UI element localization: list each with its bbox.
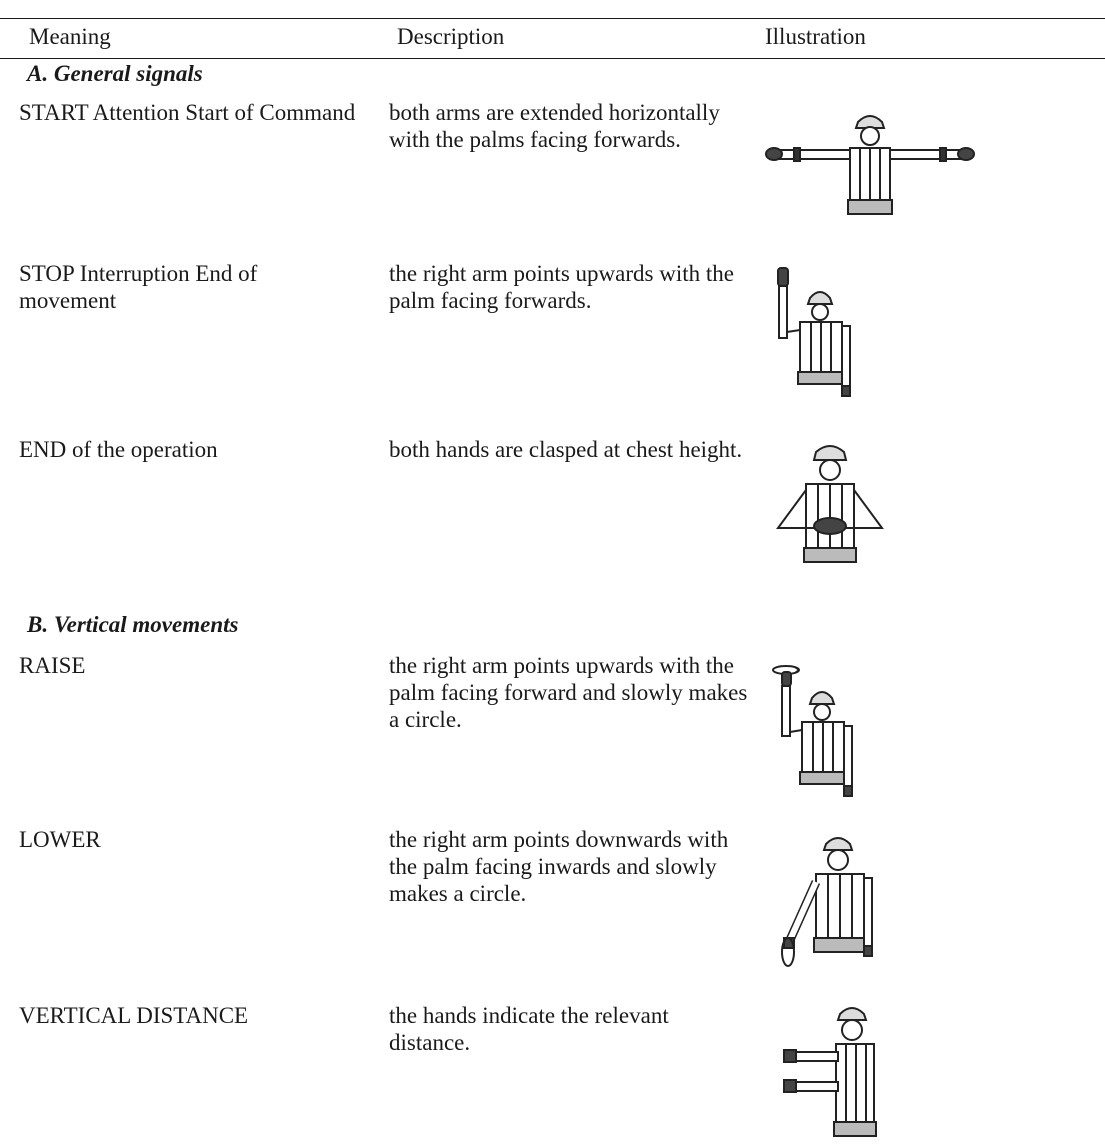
section-title-general-signals: A. General signals <box>27 61 203 86</box>
row-description-raise: the right arm points upwards with the pa… <box>389 653 748 732</box>
table-top-rule <box>0 18 1105 19</box>
header-illustration: Illustration <box>765 24 866 49</box>
row-meaning-stop: STOP Interruption End of movement <box>19 261 258 313</box>
table-header-rule <box>0 58 1105 59</box>
figure-arms-extended-icon <box>760 108 980 223</box>
row-description-end: both hands are clasped at chest height. <box>389 437 743 462</box>
row-meaning-raise: RAISE <box>19 653 86 678</box>
row-description-start: both arms are extended horizontally with… <box>389 100 720 152</box>
figure-arm-up-circle-icon <box>772 660 867 805</box>
figure-hands-clasped-icon <box>770 440 890 575</box>
figure-arm-down-circle-icon <box>770 832 890 974</box>
row-meaning-start: START Attention Start of Command <box>19 100 356 125</box>
row-meaning-lower: LOWER <box>19 827 101 852</box>
row-description-stop: the right arm points upwards with the pa… <box>389 261 734 313</box>
row-description-lower: the right arm points downwards with the … <box>389 827 729 906</box>
row-meaning-vertical-distance: VERTICAL DISTANCE <box>19 1003 249 1028</box>
figure-right-arm-up-icon <box>770 260 865 405</box>
row-meaning-end: END of the operation <box>19 437 218 462</box>
section-title-vertical-movements: B. Vertical movements <box>27 612 239 637</box>
table-header: Meaning Description Illustration <box>0 24 1105 54</box>
row-description-vertical-distance: the hands indicate the relevant distance… <box>389 1003 669 1055</box>
figure-hands-distance-icon <box>780 1002 890 1140</box>
header-meaning: Meaning <box>29 24 111 49</box>
header-description: Description <box>397 24 505 49</box>
